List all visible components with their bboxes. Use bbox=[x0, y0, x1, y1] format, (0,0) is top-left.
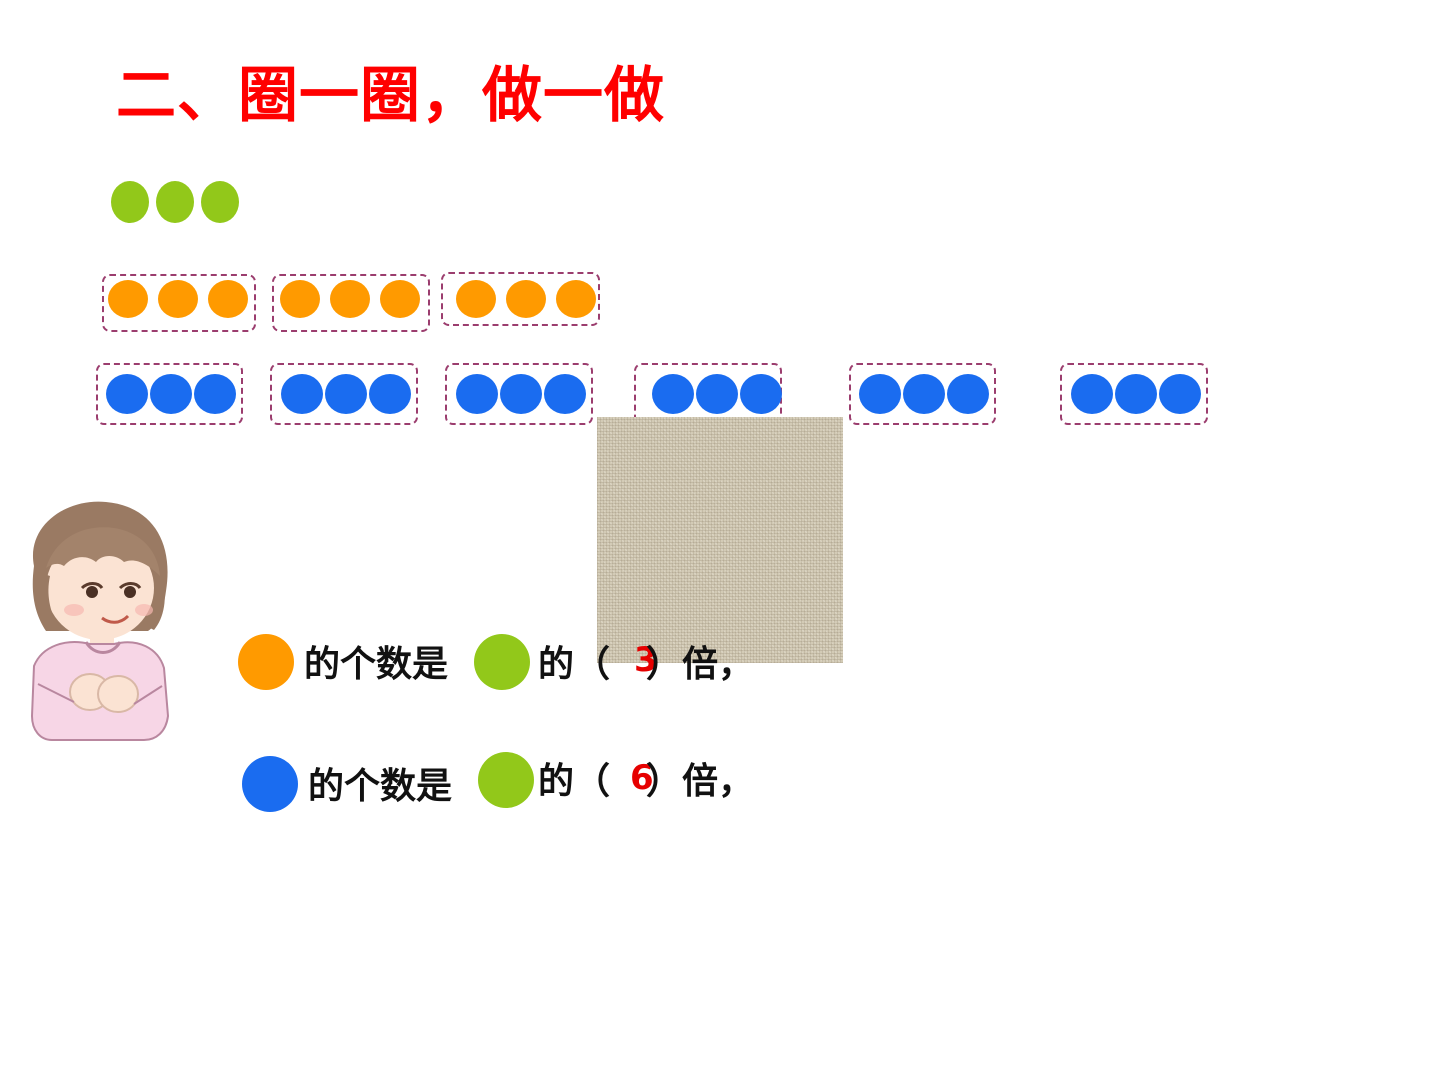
orange-circle-icon bbox=[280, 280, 320, 318]
orange-circle-icon bbox=[456, 280, 496, 318]
orange-circle-icon bbox=[208, 280, 248, 318]
blue-group-circle[interactable] bbox=[445, 363, 593, 425]
blue-circle-icon bbox=[369, 374, 411, 414]
blue-circle-icon bbox=[696, 374, 738, 414]
blue-circle-icon bbox=[325, 374, 367, 414]
orange-circle-icon bbox=[238, 634, 294, 690]
statement-text: 的个数是 bbox=[304, 644, 449, 685]
statement-text: 的个数是 bbox=[308, 766, 453, 807]
orange-circle-icon bbox=[330, 280, 370, 318]
page-title: 二、圈一圈，做一做 bbox=[116, 61, 665, 131]
orange-group-circle[interactable] bbox=[102, 274, 256, 332]
blue-circle-icon bbox=[859, 374, 901, 414]
blue-circle-icon bbox=[281, 374, 323, 414]
orange-circle-icon bbox=[108, 280, 148, 318]
blue-circle-icon bbox=[1159, 374, 1201, 414]
blue-circle-icon bbox=[500, 374, 542, 414]
green-circle-icon bbox=[156, 181, 194, 223]
blue-circle-icon bbox=[1115, 374, 1157, 414]
green-circle-icon bbox=[478, 752, 534, 808]
statement-text: ）倍， bbox=[646, 644, 755, 685]
blue-circle-icon bbox=[106, 374, 148, 414]
blue-circle-icon bbox=[652, 374, 694, 414]
statement-text: 的（ bbox=[538, 761, 611, 802]
statement-text: 的（ bbox=[538, 644, 611, 685]
burlap-texture-patch bbox=[597, 417, 843, 663]
orange-group-circle[interactable] bbox=[272, 274, 430, 332]
blue-circle-icon bbox=[740, 374, 782, 414]
blue-group-circle[interactable] bbox=[270, 363, 418, 425]
green-circle-icon bbox=[201, 181, 239, 223]
blue-group-circle[interactable] bbox=[96, 363, 243, 425]
orange-circle-icon bbox=[380, 280, 420, 318]
girl-illustration-icon bbox=[30, 501, 170, 741]
blue-group-circle[interactable] bbox=[1060, 363, 1208, 425]
green-circle-icon bbox=[111, 181, 149, 223]
orange-circle-icon bbox=[158, 280, 198, 318]
blue-circle-icon bbox=[150, 374, 192, 414]
answer-value: 6 bbox=[630, 758, 654, 798]
blue-circle-icon bbox=[242, 756, 298, 812]
blue-circle-icon bbox=[194, 374, 236, 414]
statement-text: ）倍， bbox=[646, 761, 755, 802]
blue-circle-icon bbox=[456, 374, 498, 414]
blue-circle-icon bbox=[544, 374, 586, 414]
blue-circle-icon bbox=[947, 374, 989, 414]
blue-circle-icon bbox=[903, 374, 945, 414]
blue-group-circle[interactable] bbox=[849, 363, 996, 425]
blue-circle-icon bbox=[1071, 374, 1113, 414]
orange-group-circle[interactable] bbox=[441, 272, 600, 326]
orange-circle-icon bbox=[506, 280, 546, 318]
answer-value: 3 bbox=[634, 640, 658, 680]
green-circle-icon bbox=[474, 634, 530, 690]
orange-circle-icon bbox=[556, 280, 596, 318]
